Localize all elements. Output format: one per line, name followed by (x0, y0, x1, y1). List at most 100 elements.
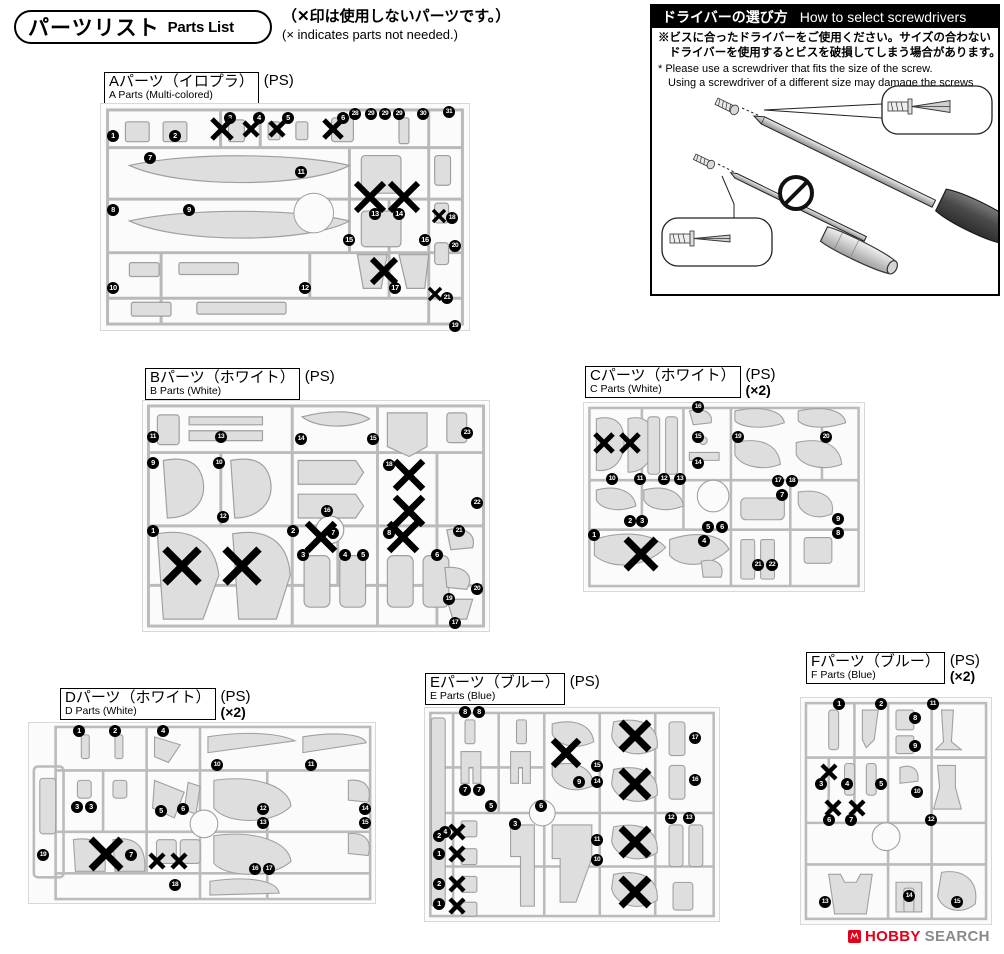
part-number-badge: 12 (665, 812, 677, 824)
runner-label-d-en: D Parts (White) (65, 704, 137, 717)
part-not-needed-x (447, 844, 467, 864)
hobby-search-logo-icon (848, 930, 861, 943)
part-number-badge: 7 (459, 784, 471, 796)
screwdriver-panel-header: ドライバーの選び方 How to select screwdrivers (652, 6, 998, 28)
part-number-badge: 21 (441, 292, 453, 304)
part-number-badge: 17 (772, 475, 784, 487)
part-number-badge: 19 (443, 593, 455, 605)
part-number-badge: 8 (832, 527, 844, 539)
part-number-badge: 17 (389, 282, 401, 294)
part-number-badge: 6 (716, 521, 728, 533)
legend-note-jp: （✕印は使用しないパーツです。） (282, 8, 511, 25)
runner-label-box-d: Dパーツ（ホワイト） D Parts (White) (60, 688, 216, 721)
legend-note-en: (× indicates parts not needed.) (282, 27, 458, 42)
part-number-badge: 18 (169, 879, 181, 891)
part-number-badge: 10 (606, 473, 618, 485)
part-number-badge: 2 (169, 130, 181, 142)
part-number-badge: 28 (349, 108, 361, 120)
runner-label-f: Fパーツ（ブルー） F Parts (Blue) (PS) (×2) (806, 652, 980, 685)
part-number-badge: 10 (107, 282, 119, 294)
part-number-badge: 11 (295, 166, 307, 178)
part-number-badge: 13 (683, 812, 695, 824)
legend-note: （✕印は使用しないパーツです。） (× indicates parts not … (282, 8, 532, 44)
part-not-needed-x (353, 180, 387, 214)
part-number-badge: 4 (841, 778, 853, 790)
part-number-badge: 16 (249, 863, 261, 875)
part-number-badge: 14 (903, 890, 915, 902)
part-number-badge: 11 (634, 473, 646, 485)
part-number-badge: 4 (698, 535, 710, 547)
part-number-badge: 15 (367, 433, 379, 445)
part-not-needed-x (387, 180, 421, 214)
runner-label-d-jp: Dパーツ（ホワイト） (65, 689, 211, 706)
part-number-badge: 11 (147, 431, 159, 443)
part-not-needed-x (391, 457, 427, 493)
part-number-badge: 5 (155, 805, 167, 817)
screwdriver-header-jp: ドライバーの選び方 (662, 9, 788, 25)
part-not-needed-x (221, 545, 263, 587)
part-number-badge: 12 (299, 282, 311, 294)
part-not-needed-x (385, 519, 421, 555)
part-number-badge: 13 (819, 896, 831, 908)
part-number-badge: 7 (125, 849, 137, 861)
part-number-badge: 14 (393, 208, 405, 220)
sprue-e: 8 8 7 7 5 6 4 9 15 14 17 16 3 2 1 2 1 11… (424, 706, 720, 922)
part-not-needed-x (447, 874, 467, 894)
sprue-d: 1 2 4 10 11 3 3 5 6 12 13 14 15 7 16 17 … (28, 722, 376, 904)
screwdriver-jp-line-1: ※ビスに合ったドライバーをご使用ください。サイズの合わない (658, 32, 991, 44)
part-not-needed-x (431, 208, 447, 224)
part-number-badge: 12 (257, 803, 269, 815)
prohibition-icon (778, 175, 814, 211)
part-number-badge: 7 (776, 489, 788, 501)
runner-label-box-f: Fパーツ（ブルー） F Parts (Blue) (806, 652, 945, 685)
screwdriver-jp-line-2: ドライバーを使用するとビスを破損してしまう場合があります。 (669, 47, 1001, 60)
correct-screwdriver-graphic (714, 85, 1004, 245)
part-number-badge: 29 (379, 108, 391, 120)
part-number-badge: 18 (383, 459, 395, 471)
sprue-b: 11 9 10 13 14 15 12 16 18 23 1 2 3 4 5 6… (142, 400, 490, 632)
runner-material-c: (PS) (745, 366, 776, 383)
runner-label-box-a: Aパーツ（イロプラ） A Parts (Multi-colored) (104, 72, 259, 105)
part-not-needed-x (241, 119, 261, 139)
part-number-badge: 20 (471, 583, 483, 595)
incorrect-screwdriver-graphic (661, 153, 898, 275)
part-number-badge: 16 (689, 774, 701, 786)
part-not-needed-x (303, 519, 339, 555)
part-number-badge: 4 (157, 725, 169, 737)
part-number-badge: 15 (692, 431, 704, 443)
part-number-badge: 7 (845, 814, 857, 826)
runner-quantity-f: (×2) (949, 667, 976, 684)
part-number-badge: 7 (144, 152, 156, 164)
part-number-badge: 29 (365, 108, 377, 120)
runner-label-e-en: E Parts (Blue) (430, 689, 496, 702)
part-not-needed-x (321, 117, 345, 141)
part-number-badge: 14 (295, 433, 307, 445)
runner-label-e-jp: Eパーツ（ブルー） (430, 674, 560, 691)
part-not-needed-x (447, 822, 467, 842)
part-not-needed-x (819, 762, 839, 782)
part-number-badge: 16 (419, 234, 431, 246)
part-number-badge: 1 (73, 725, 85, 737)
part-number-badge: 4 (339, 549, 351, 561)
part-not-needed-x (369, 256, 399, 286)
runner-label-b: Bパーツ（ホワイト） B Parts (White) (PS) (145, 368, 335, 401)
runner-label-a: Aパーツ（イロプラ） A Parts (Multi-colored) (PS) (104, 72, 294, 105)
part-number-badge: 10 (213, 457, 225, 469)
runner-label-c-jp: Cパーツ（ホワイト） (590, 367, 736, 384)
part-number-badge: 12 (658, 473, 670, 485)
runner-material-f: (PS) (949, 652, 980, 669)
part-number-badge: 11 (305, 759, 317, 771)
part-number-badge: 29 (393, 108, 405, 120)
part-number-badge: 22 (766, 559, 778, 571)
runner-material-a: (PS) (263, 72, 294, 89)
part-number-badge: 6 (431, 549, 443, 561)
part-number-badge: 6 (535, 800, 547, 812)
screwdriver-info-panel: ドライバーの選び方 How to select screwdrivers ※ビス… (650, 4, 1004, 296)
sprue-c: 16 15 14 19 20 10 11 12 13 17 18 7 2 3 1… (583, 401, 865, 592)
screwdriver-en-line-1: * Please use a screwdriver that fits the… (658, 62, 933, 75)
part-number-badge: 7 (473, 784, 485, 796)
part-number-badge: 1 (433, 898, 445, 910)
part-number-badge: 13 (215, 431, 227, 443)
page-title-en: Parts List (167, 18, 235, 36)
part-number-badge: 18 (786, 475, 798, 487)
